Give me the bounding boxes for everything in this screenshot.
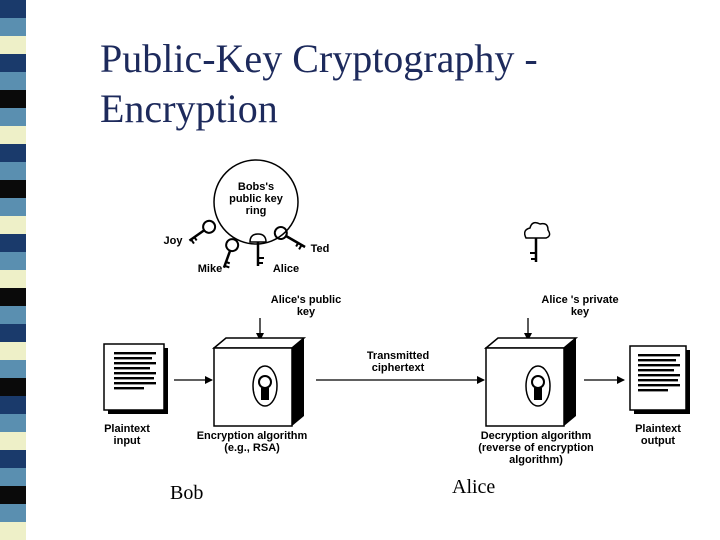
joy-key-label: Joy <box>163 235 183 247</box>
encryption-algorithm-label: Encryption algorithm (e.g., RSA) <box>182 430 322 454</box>
decryption-box-icon <box>483 337 579 427</box>
strip-block <box>0 54 26 72</box>
strip-block <box>0 144 26 162</box>
strip-block <box>0 270 26 288</box>
strip-block <box>0 216 26 234</box>
plaintext-input-document-icon <box>103 343 168 414</box>
strip-block <box>0 504 26 522</box>
ted-key-label: Ted <box>310 243 330 255</box>
encryption-algorithm-label-line-2: (e.g., RSA) <box>224 442 280 454</box>
strip-block <box>0 252 26 270</box>
key-ring-label: Bobs's public key ring <box>214 181 298 217</box>
strip-block <box>0 486 26 504</box>
joy-key-icon <box>188 219 217 245</box>
strip-block <box>0 414 26 432</box>
bob-caption: Bob <box>170 482 204 504</box>
decorative-side-strip <box>0 0 26 540</box>
slide-title: Public-Key Cryptography - Encryption <box>100 34 700 134</box>
mike-key-icon <box>222 238 240 269</box>
strip-block <box>0 432 26 450</box>
strip-block <box>0 396 26 414</box>
slide-title-line-2: Encryption <box>100 86 278 131</box>
alice-private-key-label-line-2: key <box>570 306 590 318</box>
alice-private-key-label: Alice 's private key <box>526 294 634 318</box>
alice-public-key-label-line-2: key <box>296 306 316 318</box>
strip-block <box>0 324 26 342</box>
key-ring-label-line-3: ring <box>245 205 267 217</box>
plaintext-output-label-line-2: output <box>640 435 676 447</box>
slide-title-line-1: Public-Key Cryptography - <box>100 36 538 81</box>
decryption-algorithm-label-line-3: algorithm) <box>509 454 563 466</box>
alice-private-key-label-line-1: Alice 's private <box>541 294 619 306</box>
strip-block <box>0 18 26 36</box>
alice-public-key-label-line-1: Alice's public <box>270 294 342 306</box>
strip-block <box>0 468 26 486</box>
encryption-algorithm-label-line-1: Encryption algorithm <box>196 430 308 442</box>
strip-block <box>0 198 26 216</box>
strip-block <box>0 36 26 54</box>
key-ring-label-line-2: public key <box>229 193 283 205</box>
plaintext-input-label-line-1: Plaintext <box>104 423 150 435</box>
strip-block <box>0 90 26 108</box>
strip-block <box>0 450 26 468</box>
strip-block <box>0 342 26 360</box>
decryption-algorithm-label: Decryption algorithm (reverse of encrypt… <box>464 430 608 466</box>
strip-block <box>0 126 26 144</box>
transmitted-ciphertext-label: Transmitted ciphertext <box>352 350 444 374</box>
decryption-algorithm-label-line-1: Decryption algorithm <box>480 430 592 442</box>
strip-block <box>0 72 26 90</box>
alice-caption: Alice <box>452 476 496 498</box>
strip-block <box>0 288 26 306</box>
strip-block <box>0 360 26 378</box>
mike-key-label: Mike <box>197 263 223 275</box>
encryption-box-icon <box>211 337 307 427</box>
strip-block <box>0 522 26 540</box>
transmitted-ciphertext-label-line-2: ciphertext <box>371 362 425 374</box>
plaintext-input-label: Plaintext input <box>94 423 160 447</box>
strip-block <box>0 162 26 180</box>
strip-block <box>0 108 26 126</box>
plaintext-output-document-icon <box>629 345 690 414</box>
strip-block <box>0 180 26 198</box>
plaintext-output-label-line-1: Plaintext <box>635 423 681 435</box>
alice-private-key-icon <box>523 221 551 262</box>
strip-block <box>0 306 26 324</box>
strip-block <box>0 0 26 18</box>
key-ring-circle <box>213 159 299 245</box>
plaintext-output-label: Plaintext output <box>624 423 692 447</box>
alice-key-label: Alice <box>272 263 300 275</box>
plaintext-input-label-line-2: input <box>113 435 141 447</box>
alice-public-key-icon <box>249 233 267 266</box>
ted-key-icon <box>273 226 306 250</box>
strip-block <box>0 378 26 396</box>
alice-public-key-label: Alice's public key <box>256 294 356 318</box>
decryption-algorithm-label-line-2: (reverse of encryption <box>478 442 594 454</box>
strip-block <box>0 234 26 252</box>
key-ring-label-line-1: Bobs's <box>237 181 275 193</box>
transmitted-ciphertext-label-line-1: Transmitted <box>366 350 430 362</box>
